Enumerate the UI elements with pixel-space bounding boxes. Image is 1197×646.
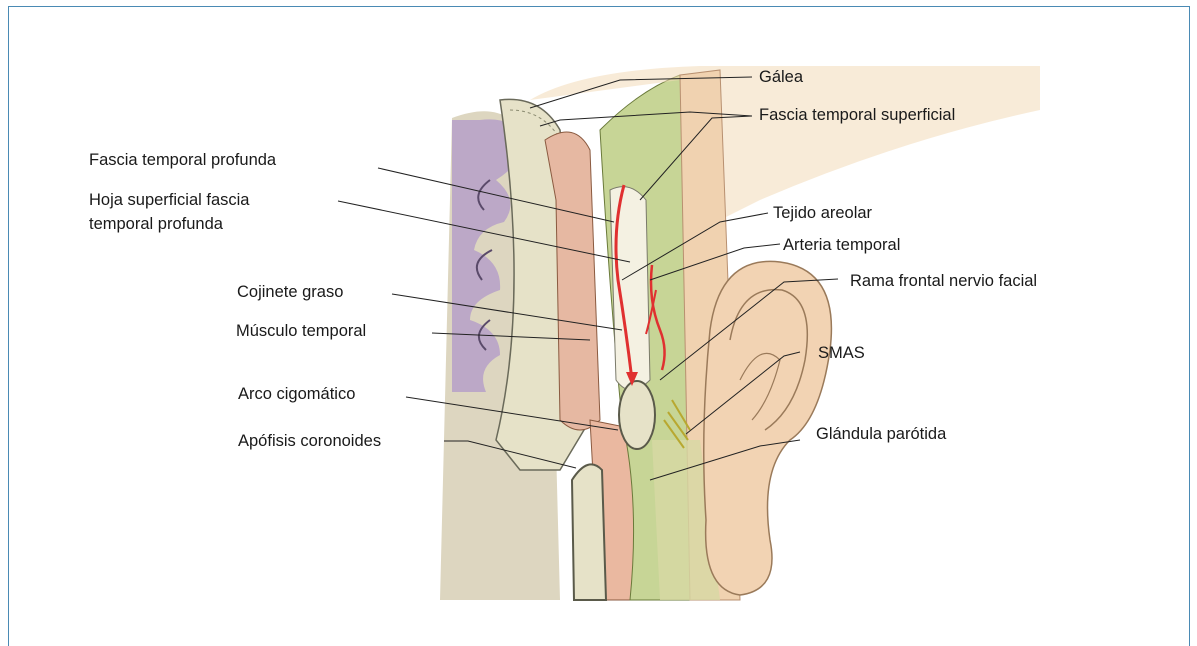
label-apofisis-coronoides: Apófisis coronoides: [238, 431, 381, 451]
label-hoja-superficial-line2: temporal profunda: [89, 214, 223, 234]
label-arco-cigomatico: Arco cigomático: [238, 384, 355, 404]
label-fascia-temporal-superficial: Fascia temporal superficial: [759, 105, 955, 125]
label-fascia-temporal-profunda: Fascia temporal profunda: [89, 150, 276, 170]
label-glandula-parotida: Glándula parótida: [816, 424, 946, 444]
label-hoja-superficial-line1: Hoja superficial fascia: [89, 190, 250, 210]
label-rama-frontal: Rama frontal nervio facial: [850, 271, 1037, 291]
label-musculo-temporal: Músculo temporal: [236, 321, 366, 341]
zygomatic-arch: [619, 381, 655, 449]
label-cojinete-graso: Cojinete graso: [237, 282, 343, 302]
label-tejido-areolar: Tejido areolar: [773, 203, 872, 223]
label-smas: SMAS: [818, 343, 865, 363]
label-galea: Gálea: [759, 67, 803, 87]
label-arteria-temporal: Arteria temporal: [783, 235, 900, 255]
coronoid-process: [572, 464, 606, 600]
